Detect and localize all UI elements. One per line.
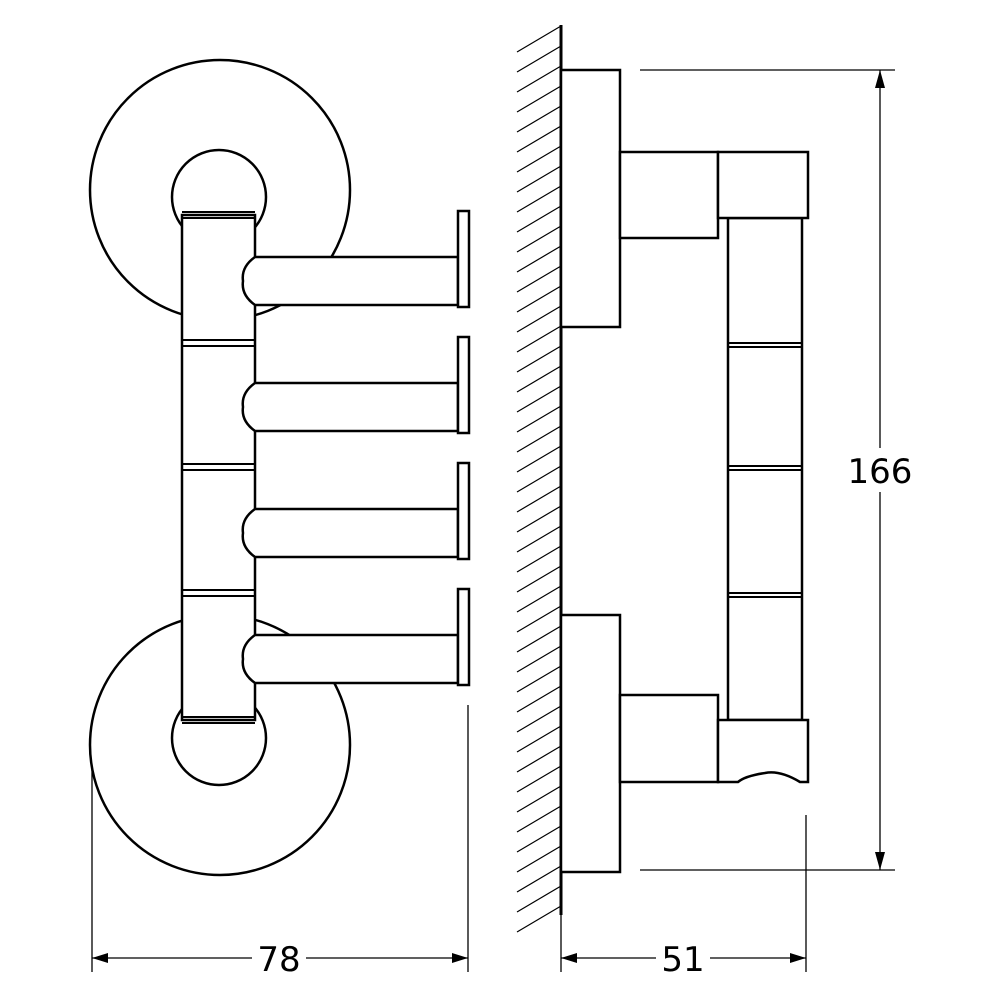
hatch-line <box>516 485 562 513</box>
hatch-line <box>516 425 562 453</box>
hatch-line <box>516 645 562 673</box>
arm-end-plate <box>456 209 471 309</box>
hatch-line <box>516 745 562 773</box>
hatch-line <box>516 105 562 133</box>
hatch-line <box>516 605 562 633</box>
side-bands <box>728 342 802 598</box>
hatch-line <box>516 225 562 253</box>
depth-dimension-label: 51 <box>661 940 704 980</box>
hatch-line <box>516 345 562 373</box>
hatch-line <box>516 145 562 173</box>
hatch-line <box>516 725 562 753</box>
hatch-line <box>516 665 562 693</box>
pivot-bands <box>182 211 255 724</box>
hatch-line <box>516 685 562 713</box>
hatch-line <box>516 185 562 213</box>
arm <box>241 633 460 685</box>
hatch-line <box>516 505 562 533</box>
arm <box>241 381 460 433</box>
hatch-line <box>516 45 562 73</box>
hatch-line <box>516 405 562 433</box>
dimension-width: 78 <box>91 705 469 980</box>
towel-arms <box>241 209 471 687</box>
hatch-line <box>516 545 562 573</box>
hatch-line <box>516 805 562 833</box>
hatch-line <box>516 585 562 613</box>
arm <box>241 507 460 559</box>
hatch-line <box>516 265 562 293</box>
hatch-line <box>516 465 562 493</box>
front-view <box>88 58 471 877</box>
width-dimension-label: 78 <box>257 940 300 980</box>
bottom-wall-plate <box>559 613 622 874</box>
height-dimension-label: 166 <box>848 452 913 492</box>
top-stem <box>618 150 720 240</box>
hatch-line <box>516 365 562 393</box>
bottom-stem <box>618 693 720 784</box>
hatch-line <box>516 325 562 353</box>
hatch-line <box>516 705 562 733</box>
hatch-line <box>516 65 562 93</box>
hatch-line <box>516 125 562 153</box>
hatch-line <box>516 445 562 473</box>
arm-end-plate <box>456 461 471 561</box>
hatch-line <box>516 865 562 893</box>
dimension-depth: 51 <box>560 815 807 980</box>
top-side-cap <box>716 150 810 220</box>
hatch-line <box>516 905 562 933</box>
hatch-line <box>516 765 562 793</box>
wall-hatching <box>516 25 562 933</box>
dimension-height: 166 <box>640 69 922 871</box>
side-view <box>516 25 810 933</box>
arm <box>241 255 460 307</box>
hatch-line <box>516 825 562 853</box>
arm-end-plate <box>456 587 471 687</box>
hatch-line <box>516 845 562 873</box>
hatch-line <box>516 85 562 113</box>
hatch-line <box>516 625 562 653</box>
hatch-line <box>516 525 562 553</box>
top-wall-plate <box>559 68 622 329</box>
hatch-line <box>516 565 562 593</box>
hatch-line <box>516 785 562 813</box>
arm-end-plate <box>456 335 471 435</box>
hatch-line <box>516 305 562 333</box>
hatch-line <box>516 205 562 233</box>
hatch-line <box>516 285 562 313</box>
hatch-line <box>516 165 562 193</box>
hatch-line <box>516 885 562 913</box>
hatch-line <box>516 385 562 413</box>
bottom-side-cap <box>716 718 810 784</box>
hatch-line <box>516 25 562 53</box>
hatch-line <box>516 245 562 273</box>
pivot-bar <box>180 213 257 722</box>
